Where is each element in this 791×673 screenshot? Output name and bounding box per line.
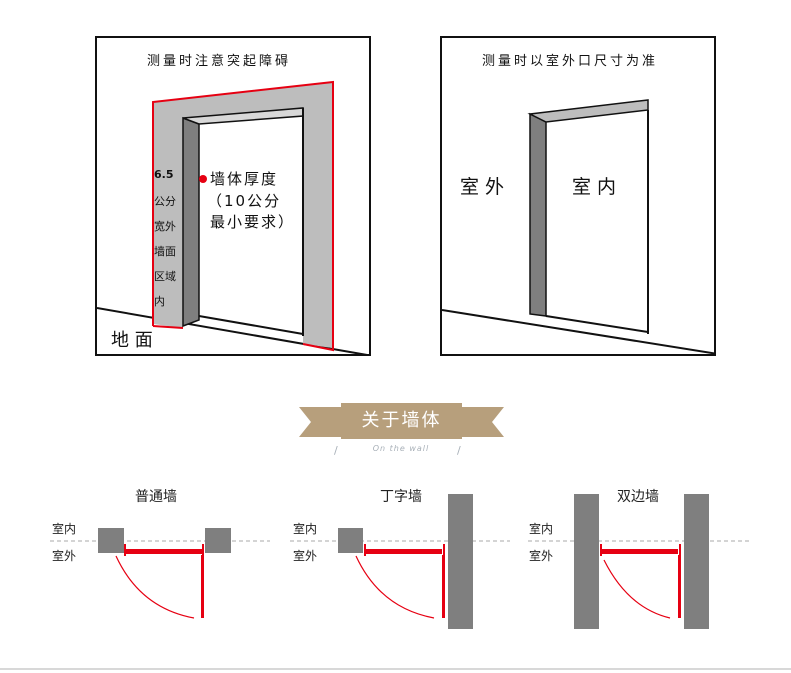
panel-left-title: 测量时注意突起障碍 [147, 54, 292, 69]
side-note-4: 墙面 [154, 245, 176, 258]
panel-right-title: 测量时以室外口尺寸为准 [482, 54, 659, 69]
outside-label-1: 室外 [52, 549, 77, 563]
deco-slash-left: / [334, 444, 338, 457]
outside-label-2: 室外 [293, 549, 318, 563]
inside-label: 室 内 [572, 176, 617, 198]
callout-line-1: 墙体厚度 [210, 170, 279, 188]
section-subtitle: On the wall [372, 444, 430, 453]
wall-measure-panel: 测量时注意突起障碍 6.5 公分 宽外 墙面 区域 内 墙体厚度 （10公分 最… [95, 36, 371, 356]
side-note-2: 公分 [154, 195, 176, 208]
section-title: 关于墙体 [341, 403, 462, 439]
outside-label-3: 室外 [529, 549, 554, 563]
wall-diagrams [50, 494, 750, 629]
ribbon-left-tail [299, 407, 343, 437]
side-note-5: 区域 [154, 270, 176, 283]
side-note-6: 内 [154, 295, 165, 308]
outside-label: 室 外 [460, 176, 505, 198]
side-note-3: 宽外 [154, 220, 176, 233]
inside-label-1: 室内 [52, 522, 77, 536]
side-note-1: 6.5 [154, 168, 174, 181]
door-frame-illustration [97, 80, 368, 354]
callout-line-2: （10公分 [207, 192, 282, 210]
bottom-divider [0, 668, 791, 670]
ground-label: 地 面 [111, 330, 153, 351]
callout-line-3: 最小要求） [210, 213, 296, 231]
diagram-title-double: 双边墙 [617, 489, 659, 505]
door-opening-illustration [442, 99, 714, 354]
diagram-title-ordinary: 普通墙 [135, 489, 177, 505]
ribbon-right-tail [460, 407, 504, 437]
inside-label-2: 室内 [293, 522, 318, 536]
inside-label-3: 室内 [529, 522, 554, 536]
deco-slash-right: / [457, 444, 461, 457]
diagram-title-t-wall: 丁字墙 [380, 489, 422, 505]
outside-measure-panel: 测量时以室外口尺寸为准 室 外 室 内 [440, 36, 716, 356]
